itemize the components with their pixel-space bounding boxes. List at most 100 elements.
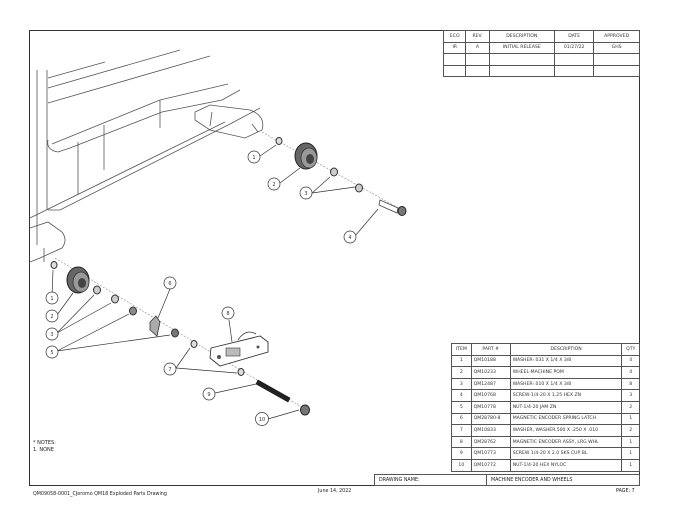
cell-part-number: QM28762 xyxy=(470,435,511,449)
svg-text:2: 2 xyxy=(50,314,53,320)
upper-parts xyxy=(275,137,407,216)
bom-row: 6 QM28780-8 MAGNETIC ENCODER SPRING LATC… xyxy=(451,412,640,426)
cell-description: MAGNETIC ENCODER ASSY, LRG WHL xyxy=(509,435,623,449)
screw-part xyxy=(378,199,407,216)
cell-item: 6 xyxy=(451,412,472,426)
bom-row: 8 QM28762 MAGNETIC ENCODER ASSY, LRG WHL… xyxy=(451,435,640,449)
header-rev: REV. xyxy=(465,30,490,43)
cell-item: 5 xyxy=(451,400,472,414)
svg-text:1: 1 xyxy=(252,155,255,161)
cell-qty: 4 xyxy=(621,354,640,368)
cell-description xyxy=(488,53,556,66)
balloon-item: 9 xyxy=(202,387,216,401)
lower-axis xyxy=(54,257,311,413)
balloon-item: 7 xyxy=(163,362,177,376)
balloon-item: 1 xyxy=(45,291,59,305)
revision-row: IR A INITIAL RELEASE 01/27/22 GHS xyxy=(442,41,640,54)
cell-date xyxy=(554,53,595,66)
cell-description: INITIAL RELEASE xyxy=(488,41,556,54)
balloon-item: 4 xyxy=(343,230,357,244)
revision-row xyxy=(442,64,640,77)
cell-description: NUT-1/4-20 HEX NYLOC xyxy=(509,458,623,472)
cell-date xyxy=(554,64,595,77)
cell-description: WASHER-.031 X 1/4 X 3/8 xyxy=(509,354,623,368)
cell-date: 01/27/22 xyxy=(554,41,595,54)
header-description: DESCRIPTION xyxy=(488,30,556,43)
svg-text:1: 1 xyxy=(50,296,53,302)
notes-heading: * NOTES: xyxy=(33,440,56,446)
washer-part xyxy=(237,368,245,376)
cell-description: SCREW 1/4-20 X 2.0 SKS CUP BL xyxy=(509,447,623,460)
balloon-item: 6 xyxy=(163,276,177,290)
washer-part xyxy=(330,167,338,177)
bom-row: 3 QM12487 WASHER-.010 X 1/4 X 3/8 8 xyxy=(451,377,640,391)
cell-rev xyxy=(465,53,490,66)
wheel-part xyxy=(66,266,90,294)
cell-description: NUT-1/4-20 JAM ZN xyxy=(509,400,623,414)
cell-description: WASHER-.010 X 1/4 X 3/8 xyxy=(509,377,623,391)
cell-qty: 4 xyxy=(621,366,640,379)
revision-header-row: ECO REV. DESCRIPTION DATE APPROVED xyxy=(442,30,640,43)
drawing-border xyxy=(29,30,640,486)
bom-row: 4 QM10768 SCREW-1/4-20 X 1.25 HEX ZN 3 xyxy=(451,389,640,402)
bom-row: 10 QM10772 NUT-1/4-20 HEX NYLOC 1 xyxy=(451,458,640,472)
leader-lines xyxy=(51,144,379,420)
upper-balloons: 1 2 3 4 xyxy=(247,150,357,244)
balloon-item: 10 xyxy=(255,412,269,426)
svg-text:9: 9 xyxy=(207,392,210,398)
cell-approved xyxy=(593,53,640,66)
cell-description: WHEEL-MACHINE POM xyxy=(509,366,623,379)
spring-latch-part xyxy=(149,315,161,337)
cell-description: WASHER, WASHER.500 X .250 X .010 xyxy=(509,424,623,437)
cell-approved xyxy=(593,64,640,77)
svg-text:3: 3 xyxy=(50,332,53,338)
svg-text:6: 6 xyxy=(168,281,171,287)
footer-file-name: QM09058-0001_CJeromo QM18 Exploded Parts… xyxy=(33,492,167,497)
balloon-item: 5 xyxy=(45,345,59,359)
cell-qty: 3 xyxy=(621,389,640,402)
cell-part-number: QM10768 xyxy=(470,389,511,402)
washer-part xyxy=(93,285,101,295)
cell-eco: IR xyxy=(442,41,467,54)
cell-qty: 2 xyxy=(621,424,640,437)
cell-qty: 1 xyxy=(621,435,640,449)
nut-part xyxy=(171,328,179,338)
footer-date: June 14, 2022 xyxy=(318,489,352,494)
balloon-item: 1 xyxy=(247,150,261,164)
cell-part-number: QM10233 xyxy=(470,366,511,379)
footer-page-number: PAGE: 7 xyxy=(616,489,635,494)
lower-parts xyxy=(50,261,310,416)
cell-description: SCREW-1/4-20 X 1.25 HEX ZN xyxy=(509,389,623,402)
header-date: DATE xyxy=(554,30,595,43)
nut-part xyxy=(129,306,137,316)
balloon-item: 2 xyxy=(267,177,281,191)
bom-row: 7 QM10833 WASHER, WASHER.500 X .250 X .0… xyxy=(451,424,640,437)
header-item: ITEM xyxy=(451,343,472,356)
washer-part xyxy=(111,294,119,304)
bom-row: 2 QM10233 WHEEL-MACHINE POM 4 xyxy=(451,366,640,379)
cell-description: MAGNETIC ENCODER SPRING LATCH xyxy=(509,412,623,426)
bom-header-row: ITEM PART # DESCRIPTION QTY xyxy=(451,343,640,356)
washer-part xyxy=(355,183,363,193)
cell-part-number: QM10773 xyxy=(470,447,511,460)
cell-description xyxy=(488,64,556,77)
upper-axis xyxy=(261,131,403,211)
svg-text:4: 4 xyxy=(348,235,351,241)
cell-item: 4 xyxy=(451,389,472,402)
cell-item: 2 xyxy=(451,366,472,379)
cell-part-number: QM12487 xyxy=(470,377,511,391)
title-block: DRAWING NAME: MACHINE ENCODER AND WHEELS xyxy=(374,474,640,486)
cell-item: 10 xyxy=(451,458,472,472)
bom-row: 9 QM10773 SCREW 1/4-20 X 2.0 SKS CUP BL … xyxy=(451,447,640,460)
cell-item: 1 xyxy=(451,354,472,368)
lower-balloons: 1 2 3 5 6 7 8 9 10 xyxy=(45,276,269,426)
cell-part-number: QM10188 xyxy=(470,354,511,368)
svg-text:3: 3 xyxy=(304,191,307,197)
nyloc-nut-part xyxy=(300,404,310,416)
balloon-item: 3 xyxy=(299,186,313,200)
notes-section: * NOTES: 1. NONE xyxy=(33,440,56,454)
cell-item: 9 xyxy=(451,447,472,460)
cell-part-number: QM28780-8 xyxy=(470,412,511,426)
svg-text:10: 10 xyxy=(259,417,265,423)
washer-part xyxy=(275,137,283,145)
